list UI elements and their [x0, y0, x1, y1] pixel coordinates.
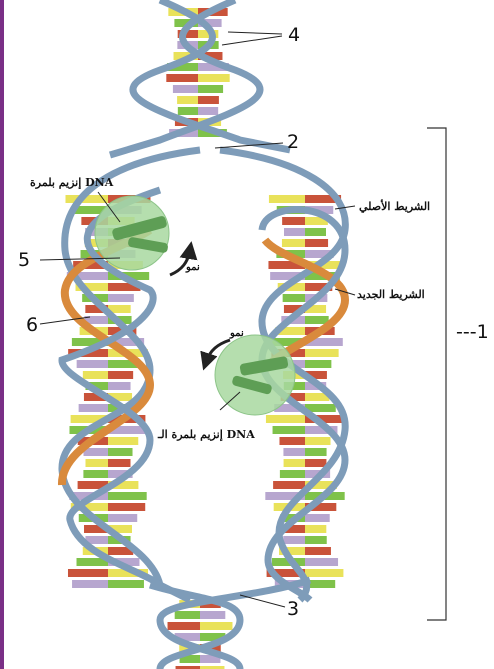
base-pair [305, 514, 330, 522]
base-pair [77, 360, 108, 368]
base-pair [269, 195, 305, 203]
base-pair [108, 294, 134, 302]
base-pair [178, 107, 198, 115]
base-pair [266, 415, 305, 423]
base-pair [83, 371, 108, 379]
label-2: 2 [287, 131, 299, 153]
base-pair [83, 470, 108, 478]
base-pair [305, 569, 343, 577]
base-pair [108, 514, 137, 522]
base-pair [85, 459, 108, 467]
enzyme-top-label: إنزيم بلمرة DNA [30, 176, 114, 190]
base-pair [72, 580, 108, 588]
base-pair [305, 316, 329, 324]
base-pair [108, 382, 131, 390]
base-pair [200, 611, 225, 619]
label-1: ---1 [456, 321, 489, 343]
page-edge-stripe [0, 0, 4, 669]
enzyme-bottom-label: إنزيم بلمرة الـ DNA [157, 428, 255, 442]
base-pair [273, 481, 305, 489]
base-pair [284, 228, 305, 236]
base-pair [279, 437, 305, 445]
growth-bottom-label: نمو [229, 328, 244, 339]
base-pair [108, 580, 144, 588]
original-strand-label: الشريط الأصلي [359, 199, 430, 214]
base-pair [108, 459, 131, 467]
base-pair [198, 85, 223, 93]
dna-polymerase-bottom [215, 335, 295, 415]
base-pair [280, 470, 305, 478]
base-pair [305, 448, 327, 456]
base-pair [283, 294, 305, 302]
base-pair [282, 217, 305, 225]
base-pair [273, 426, 305, 434]
base-pair [305, 459, 326, 467]
base-pair [168, 622, 200, 630]
new-strand-label: الشريط الجديد [357, 288, 425, 301]
base-pair [283, 536, 305, 544]
base-pair [166, 74, 198, 82]
base-pair [198, 74, 230, 82]
growth-top-label: نمو [185, 262, 200, 273]
base-pair [282, 239, 305, 247]
dna-polymerase-top [95, 196, 169, 270]
base-pair [177, 96, 198, 104]
base-pair [108, 448, 133, 456]
base-pair [305, 228, 326, 236]
label-6: 6 [26, 314, 38, 336]
base-pair [175, 611, 200, 619]
base-pair [108, 503, 145, 511]
base-pair [305, 547, 331, 555]
base-pair [198, 107, 218, 115]
base-pair [200, 622, 232, 630]
base-pair [79, 404, 108, 412]
base-pair [108, 492, 147, 500]
label-4: 4 [288, 24, 300, 46]
base-pair [305, 360, 331, 368]
base-pair [305, 558, 338, 566]
base-pair [305, 525, 326, 533]
base-pair [284, 459, 305, 467]
base-pair [283, 448, 305, 456]
base-pair [108, 371, 133, 379]
base-pair [198, 96, 219, 104]
base-pair [305, 437, 331, 445]
base-pair [173, 85, 198, 93]
label-3: 3 [287, 598, 299, 620]
base-pair [305, 239, 328, 247]
base-pair [68, 569, 108, 577]
base-pair [108, 437, 138, 445]
base-pair [305, 536, 327, 544]
label-5: 5 [18, 249, 30, 271]
base-pair [305, 349, 339, 357]
